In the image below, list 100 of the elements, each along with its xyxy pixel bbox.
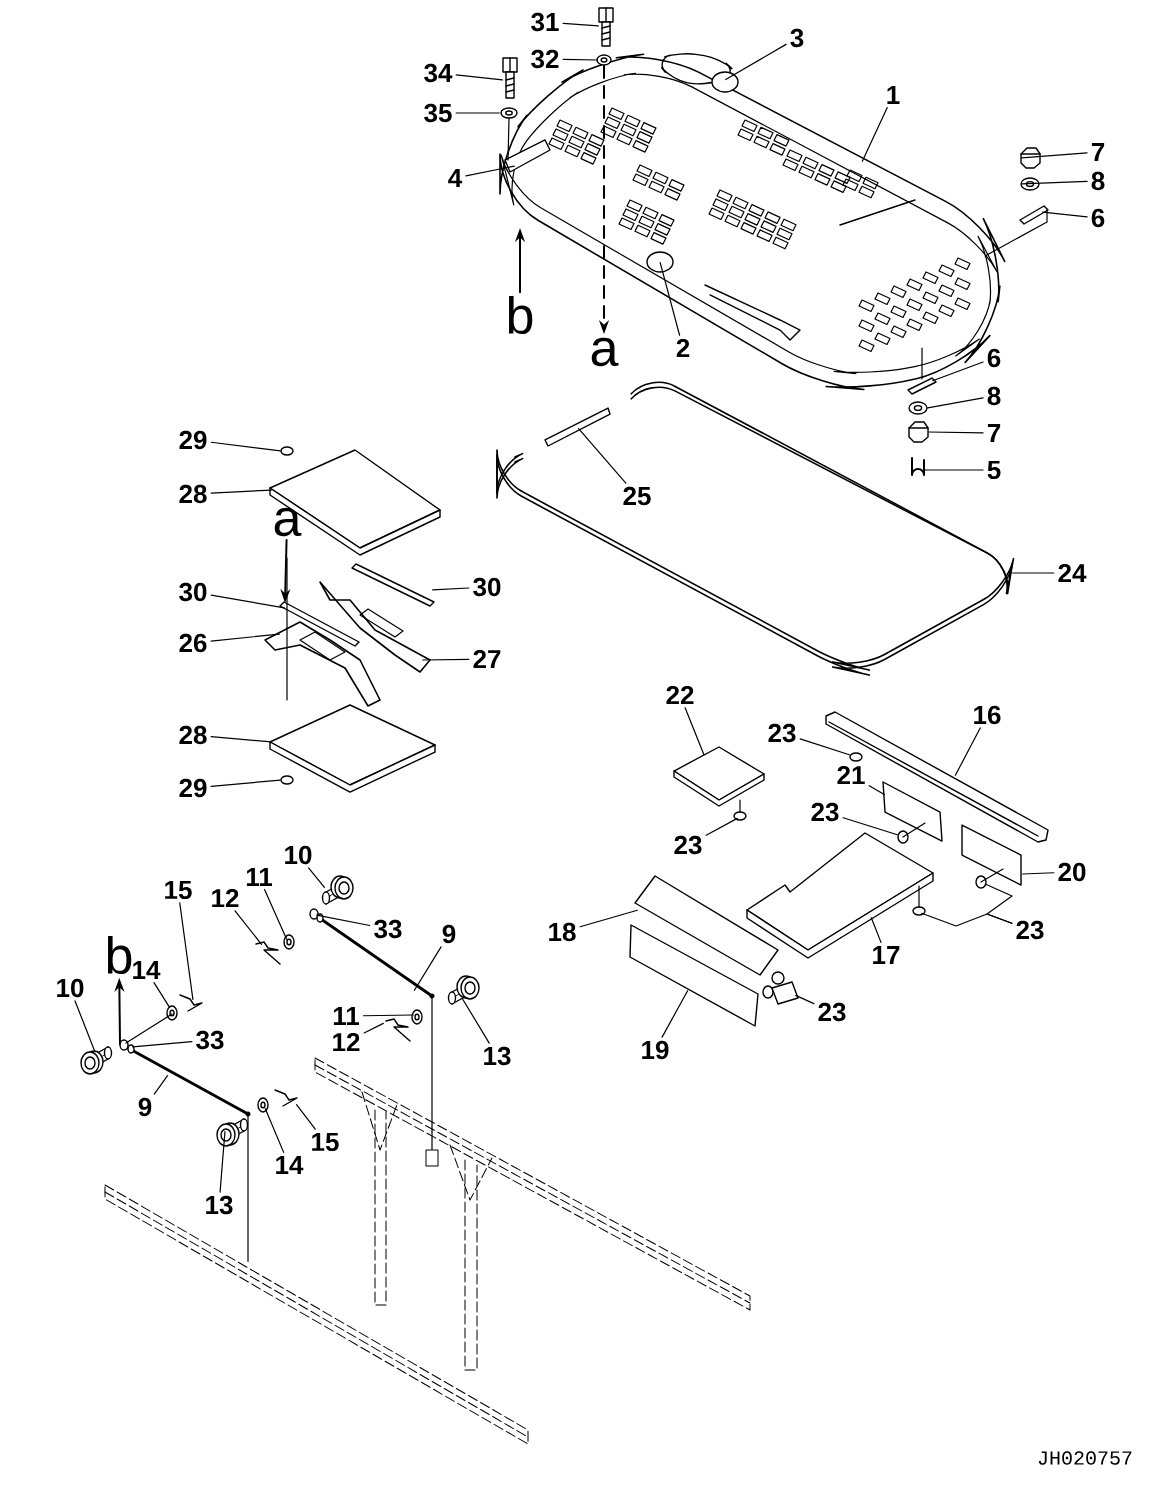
leader-line (1021, 180, 1088, 185)
leader-line (219, 1131, 226, 1193)
leader-line (870, 917, 882, 943)
strip (351, 563, 435, 607)
leader-line (413, 946, 442, 991)
cap (711, 71, 739, 93)
leader-line (725, 43, 787, 81)
leader-line (363, 1022, 384, 1034)
callout-number: 31 (531, 12, 559, 32)
bushing (119, 1039, 135, 1054)
leader-line (455, 112, 500, 114)
cap (646, 251, 674, 273)
drawing-number: JH020757 (1038, 1451, 1132, 1465)
leader-line (264, 1108, 285, 1153)
callout-number: 21 (837, 765, 865, 785)
strap (1019, 205, 1049, 225)
alignment-line (902, 822, 926, 838)
callout-number: 30 (473, 577, 501, 597)
callout-number: 27 (473, 649, 501, 669)
leader-line (932, 361, 984, 382)
strap (907, 377, 937, 395)
leader-line (1012, 572, 1055, 574)
pin (385, 1018, 411, 1042)
callout-number: 11 (246, 868, 273, 886)
alignment-line (918, 885, 920, 908)
washer (500, 107, 518, 119)
alignment-line (921, 347, 923, 380)
leader-line (210, 441, 281, 452)
callout-number: 23 (811, 802, 839, 822)
leader-line (295, 1104, 316, 1130)
callout-number: 30 (179, 582, 207, 602)
leader-line (562, 22, 599, 27)
callout-number: 29 (179, 778, 207, 798)
leader-line (465, 165, 515, 177)
leader-line (954, 727, 981, 776)
bolt (447, 975, 480, 1005)
alignment-line (739, 799, 741, 813)
callout-number: 3 (790, 28, 804, 48)
callout-number: 9 (442, 924, 456, 944)
callout-number: 13 (206, 1195, 233, 1215)
callout-number: 26 (179, 633, 207, 653)
alignment-line (507, 117, 510, 161)
callout-number: 4 (448, 169, 463, 187)
leader-line (661, 990, 689, 1038)
callout-number: 6 (987, 348, 1001, 368)
washer (411, 1009, 423, 1025)
block (673, 746, 765, 807)
callout-number: 35 (424, 103, 452, 123)
leader-line (210, 633, 280, 642)
leader-line (928, 431, 984, 434)
alignment-line (247, 1113, 249, 1262)
callout-number: 22 (666, 685, 694, 705)
pad (897, 830, 909, 844)
callout-number: 20 (1058, 862, 1086, 882)
pin (255, 941, 281, 965)
callout-number: 14 (133, 961, 161, 979)
leader-line (234, 910, 263, 945)
leader-line (659, 262, 681, 336)
alignment-line (980, 868, 1004, 883)
pad (849, 752, 863, 762)
leader-line (578, 428, 627, 484)
callout-number: 2 (676, 338, 690, 358)
frame-drawing (104, 1184, 529, 1445)
strip (279, 601, 360, 647)
alignment-line (125, 1013, 173, 1044)
callout-number: 28 (179, 484, 207, 504)
leader-line (210, 594, 285, 609)
callout-number: 6 (1091, 208, 1105, 228)
bolt (598, 7, 614, 47)
callout-number: 33 (196, 1030, 224, 1050)
callout-number: 10 (285, 845, 312, 865)
callout-number: 18 (549, 922, 576, 942)
reference-letter: a (274, 507, 302, 537)
callout-number: 12 (333, 1032, 360, 1052)
leader-line (1042, 211, 1088, 218)
cover-strip (634, 875, 779, 976)
leader-line (924, 469, 984, 471)
callout-number: 1 (887, 86, 900, 104)
callout-number: 19 (642, 1040, 669, 1060)
plate (269, 704, 436, 793)
reference-letter: a (591, 337, 619, 367)
washer (166, 1005, 178, 1021)
reference-letter: b (508, 295, 533, 335)
leader-line (179, 902, 194, 1000)
leader-line (153, 1075, 169, 1095)
bolt (216, 1118, 249, 1147)
leader-line (362, 1014, 414, 1017)
callout-number: 23 (1016, 920, 1044, 940)
leader-line (799, 738, 850, 756)
leader-line (705, 817, 738, 836)
callout-number: 23 (818, 1002, 846, 1022)
leader-line (264, 889, 288, 940)
bolt (502, 57, 518, 99)
washer (1020, 177, 1040, 191)
leader-line (861, 107, 888, 162)
leader-line (562, 58, 598, 61)
block (882, 781, 943, 842)
leader-line (132, 1041, 193, 1048)
leader-line (210, 489, 272, 494)
leader-line (1021, 152, 1088, 159)
